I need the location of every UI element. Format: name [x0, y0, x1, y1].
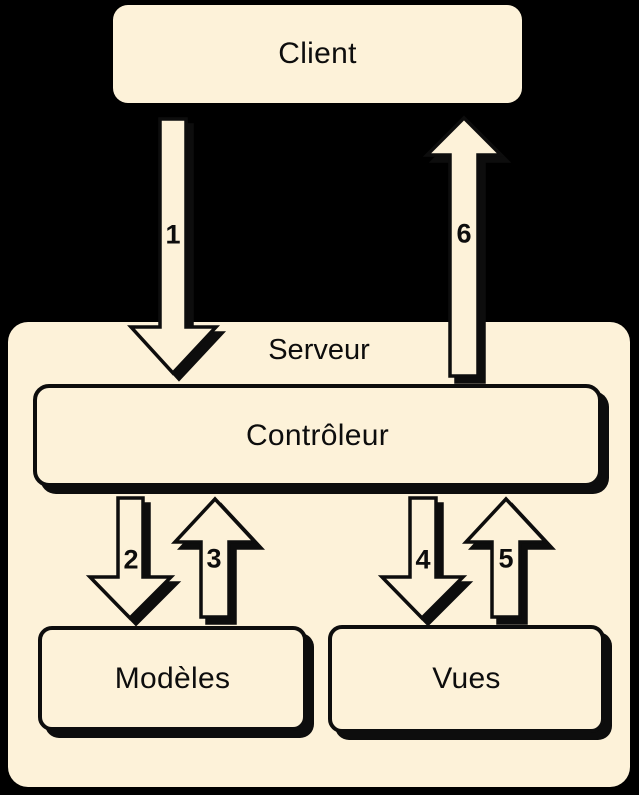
- node-vues-label: Vues: [432, 662, 501, 695]
- node-controleur-label: Contrôleur: [245, 418, 390, 452]
- node-modeles: Modèles: [38, 626, 307, 731]
- arrow-4-number: 4: [415, 544, 431, 575]
- node-modeles-label: Modèles: [114, 661, 231, 695]
- arrow-3-number: 3: [206, 543, 222, 574]
- node-client: Client: [113, 5, 522, 103]
- node-controleur: Contrôleur: [33, 384, 602, 487]
- node-serveur-label: Serveur: [268, 334, 370, 366]
- arrow-5-number: 5: [498, 543, 514, 574]
- arrow-6-number: 6: [456, 218, 472, 249]
- arrow-2-number: 2: [123, 544, 139, 575]
- node-vues: Vues: [328, 625, 605, 733]
- node-client-label: Client: [278, 37, 357, 70]
- arrow-1-number: 1: [165, 219, 181, 250]
